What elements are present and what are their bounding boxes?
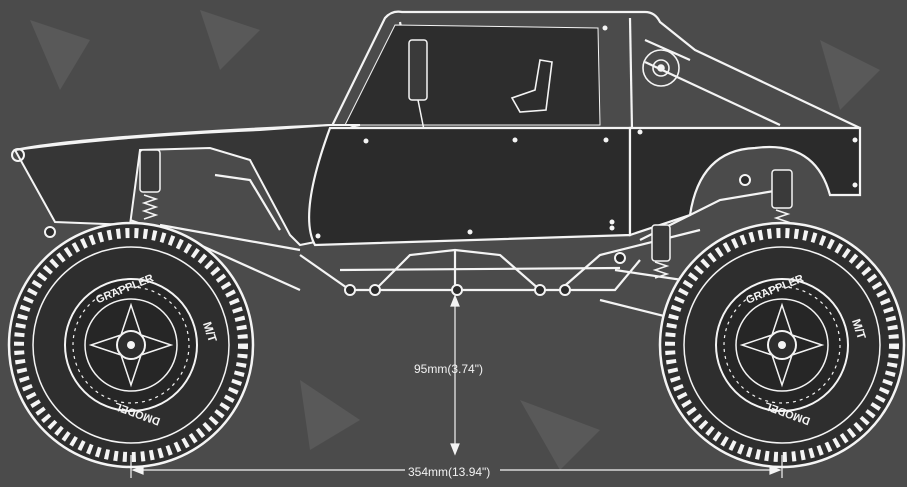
seat: [510, 59, 553, 113]
pivot-joints: [44, 174, 751, 296]
front-wheel: [7, 221, 255, 469]
wheelbase-dimension: [130, 455, 783, 478]
rear-tire-model: M/T: [849, 317, 869, 342]
vehicle-body: [11, 25, 862, 247]
wheelbase-label: 354mm(13.94"): [408, 465, 491, 479]
front-shock: [139, 149, 161, 220]
front-cage-shock: [408, 39, 428, 131]
ground-clearance-dimension: [450, 294, 460, 456]
ground-clearance-label: 95mm(3.74"): [414, 362, 483, 376]
front-tire-model: M/T: [200, 320, 220, 345]
rear-fan: [642, 49, 680, 87]
rear-wheel: [658, 221, 906, 469]
cabin-window: [344, 24, 601, 126]
rear-shock: [651, 169, 793, 279]
